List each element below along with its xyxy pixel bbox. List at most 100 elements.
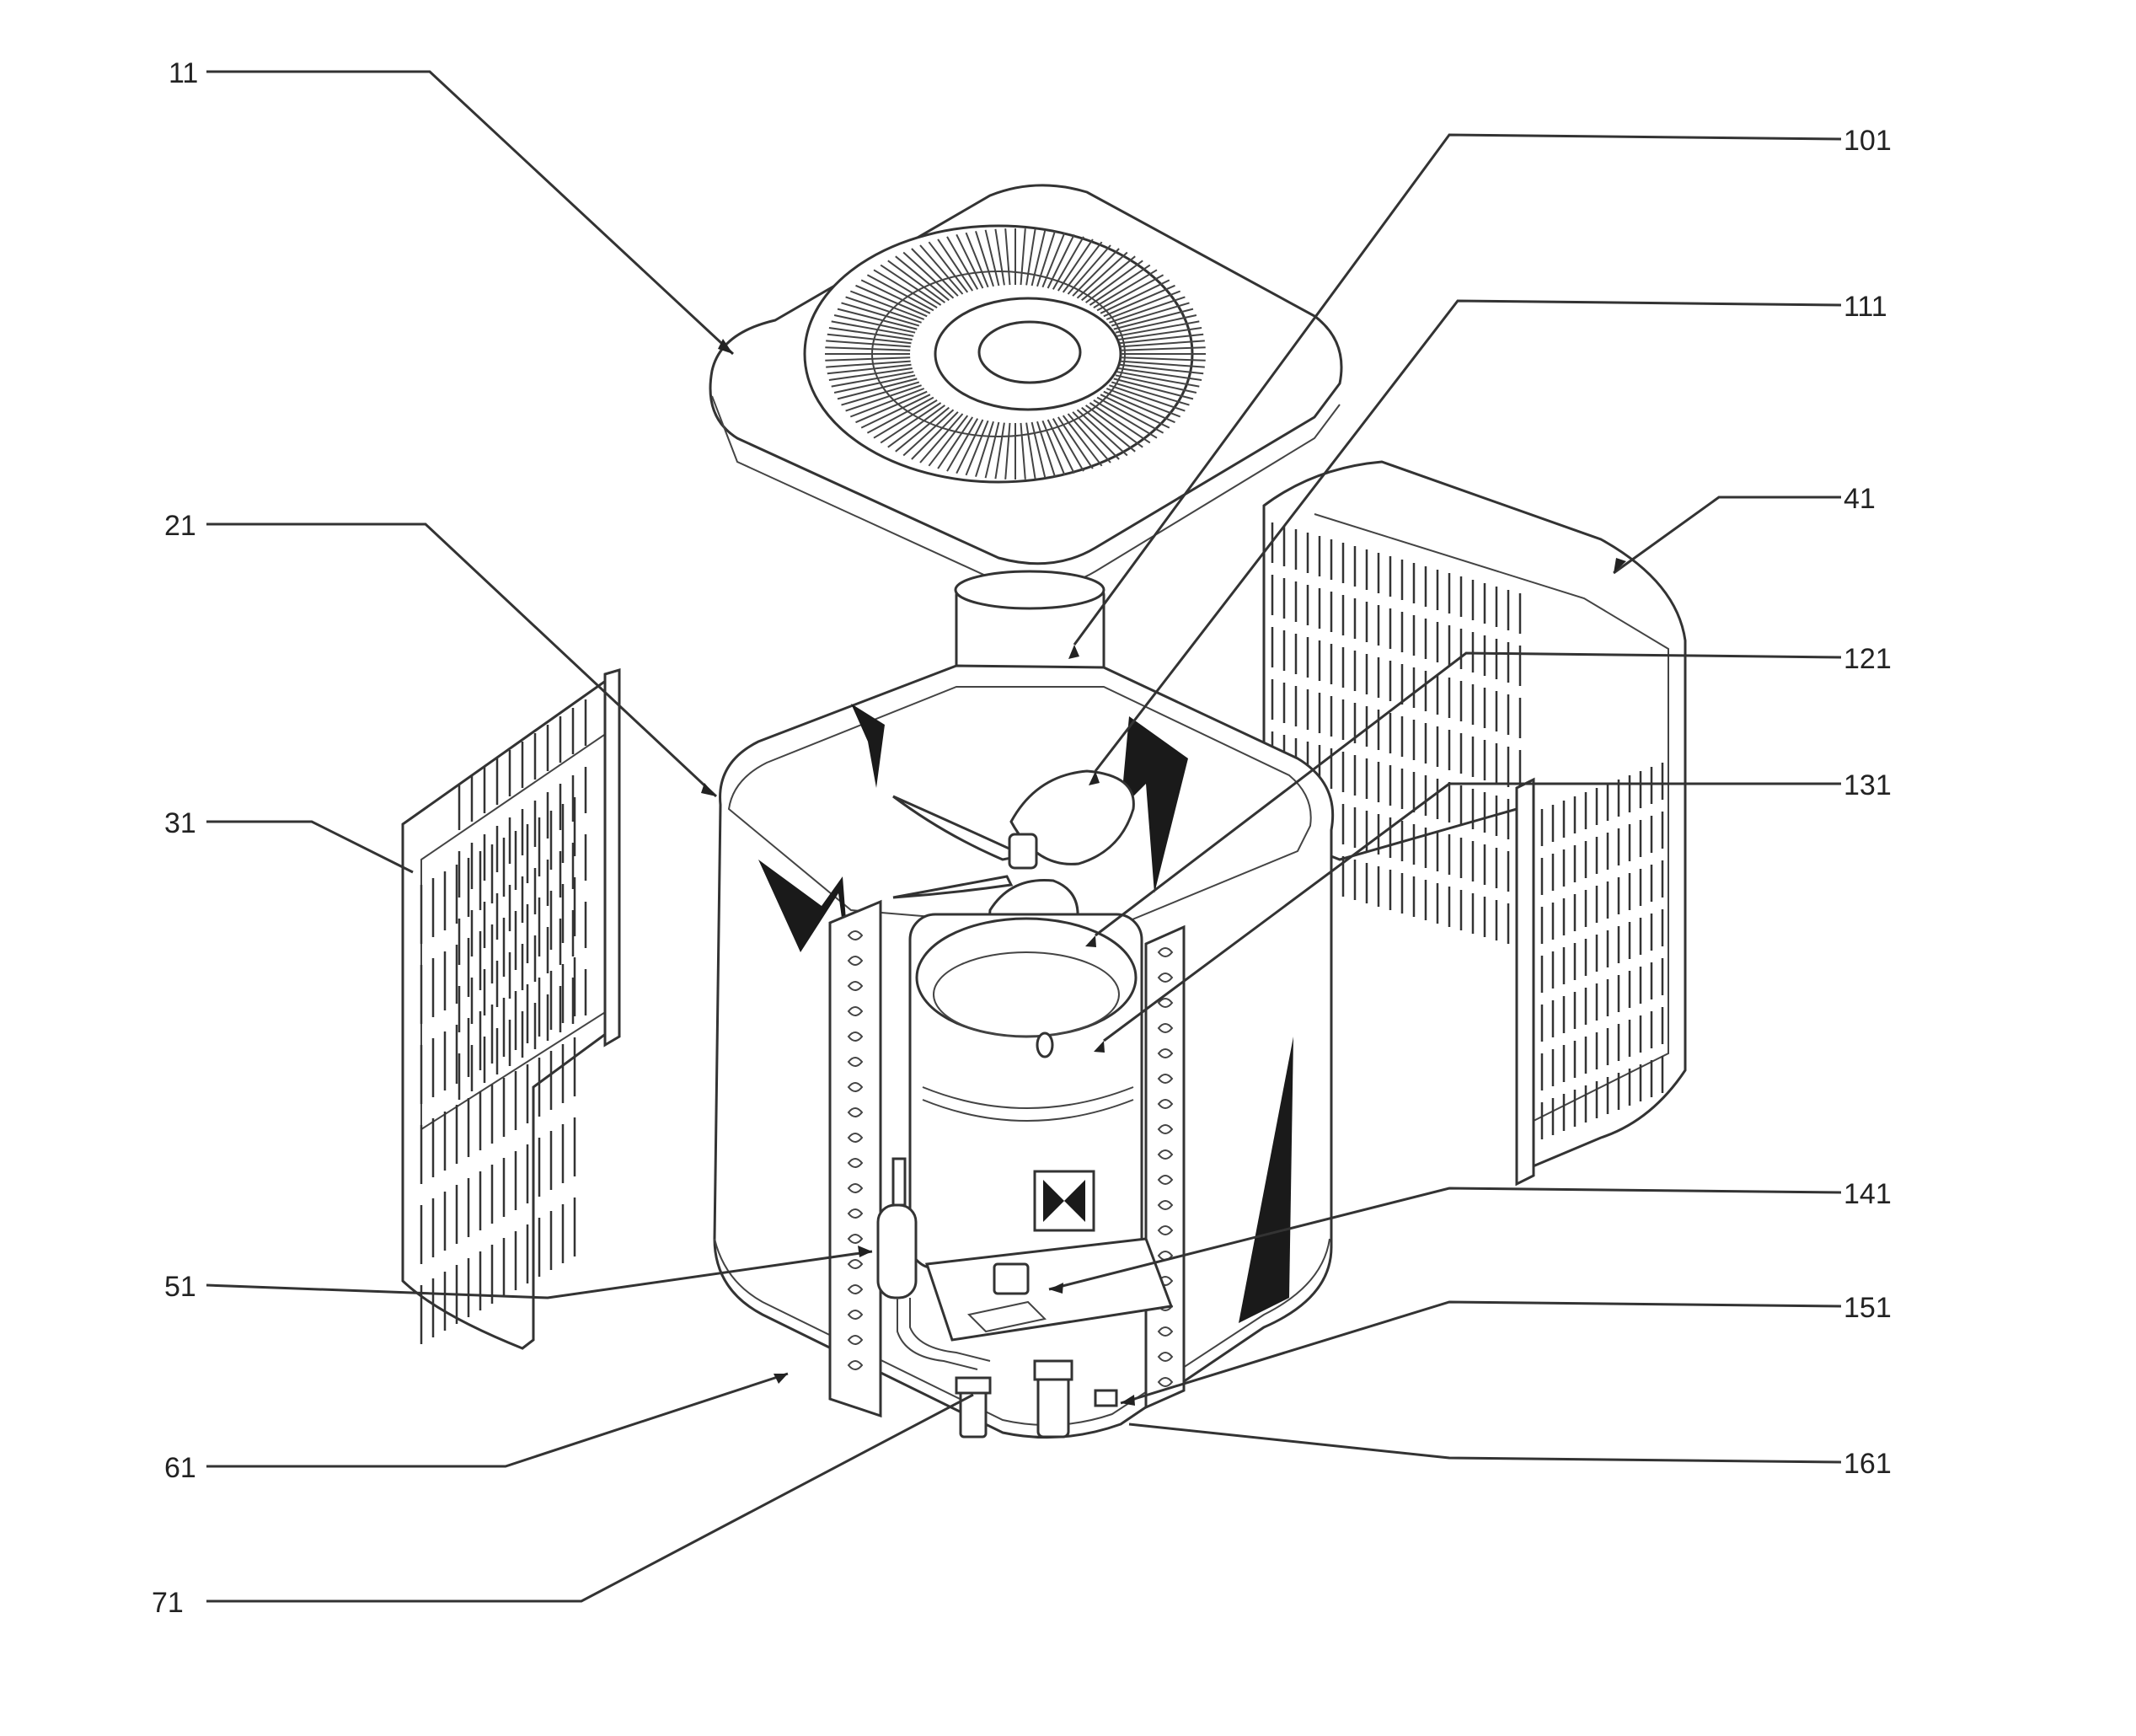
tube-clip xyxy=(1157,947,1174,957)
tube-clip xyxy=(847,1031,864,1042)
tube-clip xyxy=(847,956,864,966)
tube-clip xyxy=(847,1082,864,1092)
grille-spoke xyxy=(1004,228,1011,286)
grille-spoke xyxy=(1113,378,1194,400)
callout-131: 131 xyxy=(1844,769,1892,801)
grille-spoke xyxy=(956,419,984,474)
grille-spoke xyxy=(956,233,984,289)
grille-spoke xyxy=(1089,402,1151,444)
grille-spoke xyxy=(826,360,911,368)
grille-spoke xyxy=(1118,367,1202,381)
grille-spoke xyxy=(845,384,922,412)
grille-spoke xyxy=(1067,413,1111,463)
grille-spoke xyxy=(826,340,911,348)
callout-121: 121 xyxy=(1844,643,1892,675)
grille-spoke xyxy=(1093,399,1158,439)
grille-spoke xyxy=(1100,394,1170,429)
grille-spoke xyxy=(1081,255,1136,302)
grille-spoke xyxy=(1103,390,1175,424)
grille-spoke xyxy=(855,390,928,424)
grille-spoke xyxy=(845,296,922,324)
grille-spoke xyxy=(1052,236,1084,290)
grille-spoke xyxy=(1041,232,1066,288)
grille-spoke xyxy=(827,363,912,375)
grille-spoke xyxy=(1031,421,1047,479)
tube-clip xyxy=(847,1158,864,1168)
tube-clip xyxy=(1157,972,1174,983)
tube-clip xyxy=(847,1259,864,1269)
grille-spoke xyxy=(841,381,920,406)
grille-spoke xyxy=(887,405,945,448)
service-valves xyxy=(955,1359,1118,1439)
leader-lines xyxy=(206,70,1842,1603)
tube-clip xyxy=(1157,998,1174,1008)
grille-spoke xyxy=(866,274,934,312)
tube-clip xyxy=(1157,1175,1174,1185)
tube-clip xyxy=(847,1183,864,1193)
grille-spoke xyxy=(887,260,945,303)
leader-arrowheads xyxy=(701,339,1626,1406)
tube-clip xyxy=(1157,1200,1174,1210)
tube-clip xyxy=(847,1360,864,1370)
grille-spoke xyxy=(1081,406,1136,453)
tube-clip xyxy=(847,1133,864,1143)
tube-clip xyxy=(847,930,864,940)
grille-spoke xyxy=(895,255,950,302)
callout-111: 111 xyxy=(1844,291,1887,323)
grille-spoke xyxy=(1067,244,1111,295)
grille-spoke xyxy=(1031,229,1047,287)
grille-spoke xyxy=(1072,248,1120,297)
callout-161: 161 xyxy=(1844,1448,1892,1480)
grille-spoke xyxy=(1109,296,1186,324)
grille-spoke xyxy=(1057,238,1094,292)
grille-spoke xyxy=(965,232,989,288)
grille-spoke xyxy=(828,367,913,381)
tube-clip xyxy=(847,1208,864,1219)
tube-clip xyxy=(847,1335,864,1345)
grille-spoke xyxy=(827,333,912,345)
grille-spoke xyxy=(1025,228,1036,286)
grille-spoke xyxy=(1120,360,1205,368)
grille-spoke xyxy=(855,284,928,318)
grille-spoke xyxy=(902,409,955,457)
callout-151: 151 xyxy=(1844,1292,1892,1324)
callout-141: 141 xyxy=(1844,1178,1892,1210)
grille-spoke xyxy=(1085,260,1143,303)
tube-clip xyxy=(1157,1326,1174,1337)
grille-spoke xyxy=(975,421,994,478)
callout-21: 21 xyxy=(164,510,196,542)
grille-spoke xyxy=(849,290,925,320)
callout-101: 101 xyxy=(1844,125,1892,157)
grille-spoke xyxy=(965,420,989,476)
callout-71: 71 xyxy=(152,1587,184,1619)
grille-spoke xyxy=(1036,230,1056,287)
grille-spoke xyxy=(919,413,964,463)
grille-spoke xyxy=(841,302,920,327)
grille-spoke xyxy=(1057,416,1094,469)
grille-spoke xyxy=(1089,264,1151,306)
tube-clip xyxy=(847,981,864,991)
grille-spoke xyxy=(1052,418,1084,472)
callout-61: 61 xyxy=(164,1452,196,1484)
grille-spoke xyxy=(1076,251,1128,299)
grille-spoke xyxy=(911,411,959,460)
tube-clip xyxy=(1157,1149,1174,1160)
grille-spoke xyxy=(860,279,931,314)
callout-51: 51 xyxy=(164,1271,196,1303)
grille-spokes xyxy=(825,228,1206,480)
tube-clip xyxy=(1157,1352,1174,1362)
grille-spoke xyxy=(919,244,964,295)
left-coil-louvers xyxy=(420,699,587,1344)
grille-spoke xyxy=(880,264,942,306)
grille-spoke xyxy=(1113,308,1194,330)
grille-spoke xyxy=(1004,422,1011,480)
grille-spoke xyxy=(866,396,934,434)
grille-spoke xyxy=(1120,346,1206,351)
strip-clips xyxy=(847,930,1174,1387)
grille-spoke xyxy=(895,406,950,453)
grille-spoke xyxy=(911,248,959,297)
grille-spoke xyxy=(873,269,938,308)
grille-spoke xyxy=(1096,274,1164,312)
grille-spoke xyxy=(1105,388,1181,418)
grille-spoke xyxy=(1047,419,1075,474)
